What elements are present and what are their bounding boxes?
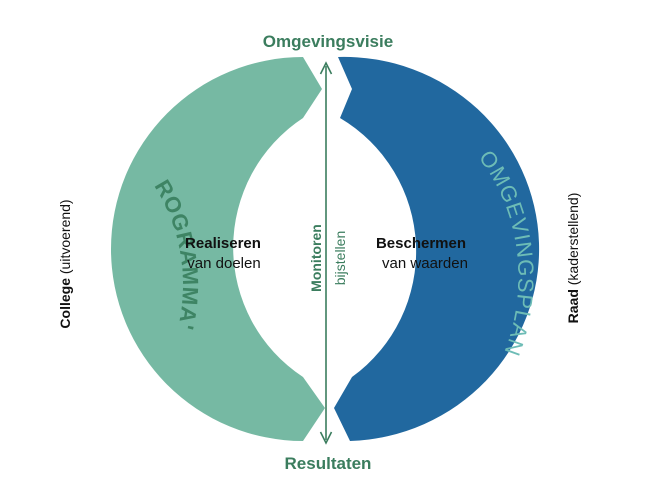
- left-side-label: College (uitvoerend): [57, 199, 73, 328]
- left-side-regular: (uitvoerend): [57, 199, 73, 278]
- axis-label-bijstellen: bijstellen: [332, 231, 348, 285]
- right-side-bold: Raad: [565, 289, 581, 323]
- right-inner-title: Beschermen: [376, 235, 466, 252]
- right-side-label: Raad (kaderstellend): [565, 193, 581, 324]
- left-arc-programmas: [111, 57, 325, 441]
- left-side-bold: College: [57, 278, 73, 329]
- axis-label-monitoren: Monitoren: [308, 224, 324, 292]
- right-inner-subtitle: van waarden: [382, 255, 468, 272]
- right-side-regular: (kaderstellend): [565, 193, 581, 290]
- left-inner-title: Realiseren: [185, 235, 261, 252]
- top-label: Omgevingsvisie: [263, 32, 393, 51]
- bottom-label: Resultaten: [285, 454, 372, 473]
- arrow-up-icon: [319, 61, 333, 75]
- right-arc-omgevingsplan: [334, 56, 540, 442]
- left-inner-subtitle: van doelen: [187, 255, 260, 272]
- arrow-down-icon: [319, 431, 333, 445]
